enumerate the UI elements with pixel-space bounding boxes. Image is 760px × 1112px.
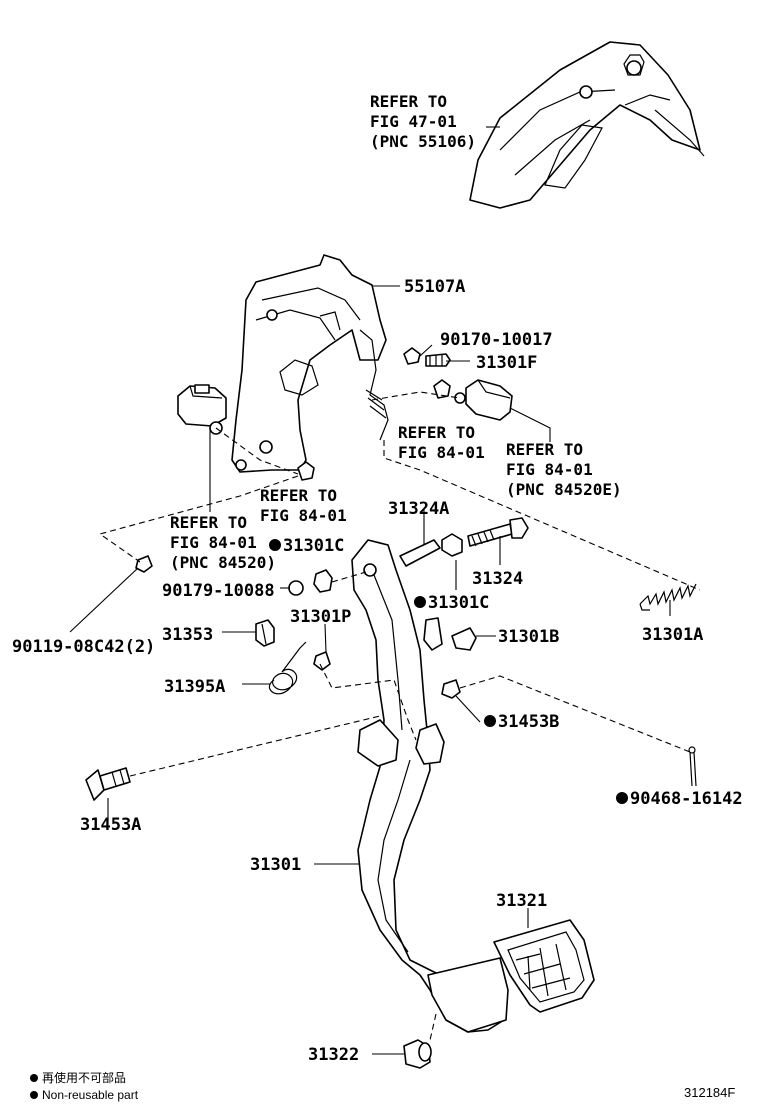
legend-text-en: Non-reusable part: [42, 1088, 139, 1102]
non-reusable-marker-31301c-a: [269, 539, 281, 551]
pivot-bolt-illustration: [85, 767, 131, 801]
ref-left-line2: FIG 84-01: [170, 533, 257, 552]
stopper-bumper-illustration: [403, 1039, 432, 1069]
clutch-pedal-illustration: [351, 539, 509, 1033]
ref-top-line2: FIG 47-01: [370, 112, 457, 131]
label-31301a: 31301A: [642, 625, 703, 645]
label-31321: 31321: [496, 891, 547, 911]
label-31301p: 31301P: [290, 607, 351, 627]
legend-text-jp: 再使用不可部品: [42, 1070, 126, 1085]
ref-mid-line1: REFER TO: [398, 423, 475, 442]
ref-right-line2: FIG 84-01: [506, 460, 593, 479]
screw-90119-illustration: [135, 555, 153, 573]
label-31301f: 31301F: [476, 353, 537, 373]
label-31353: 31353: [162, 625, 213, 645]
legend-marker-en: [30, 1091, 38, 1099]
label-90119-08c42: 90119-08C42(2): [12, 637, 155, 657]
ref-right-line3: (PNC 84520E): [506, 480, 622, 499]
non-reusable-marker-31301c-b: [414, 596, 426, 608]
label-31453a: 31453A: [80, 815, 141, 835]
label-90468-16142: 90468-16142: [630, 789, 743, 809]
label-55107a: 55107A: [404, 277, 465, 297]
bracket-55107a-illustration: [231, 254, 389, 473]
ref-left-line1: REFER TO: [170, 513, 247, 532]
return-spring-illustration: [639, 583, 697, 611]
bracket-55106-illustration: [469, 41, 705, 209]
label-31301c-b: 31301C: [428, 593, 489, 613]
figure-code: 312184F: [684, 1085, 735, 1100]
label-90170-10017: 90170-10017: [440, 330, 553, 350]
stop-lamp-switch-illustration: [177, 384, 227, 435]
label-31301: 31301: [250, 855, 301, 875]
left-small-parts-illustration: [255, 569, 477, 699]
ref-left-line3: (PNC 84520): [170, 553, 276, 572]
ref-lower-line1: REFER TO: [260, 486, 337, 505]
label-90179-10088: 90179-10088: [162, 581, 275, 601]
legend-marker-jp: [30, 1074, 38, 1082]
pedal-pad-illustration: [493, 919, 595, 1013]
ref-top-line3: (PNC 55106): [370, 132, 476, 151]
callout-labels: REFER TO FIG 47-01 (PNC 55106) 55107A 90…: [12, 92, 743, 1065]
label-31301b: 31301B: [498, 627, 559, 647]
label-31324: 31324: [472, 569, 523, 589]
ref-lower-line2: FIG 84-01: [260, 506, 347, 525]
non-reusable-marker-31453b: [484, 715, 496, 727]
alignment-dashes: [98, 391, 701, 1041]
bolt-and-collar-illustration: [399, 517, 529, 567]
label-31324a: 31324A: [388, 499, 449, 519]
label-31322: 31322: [308, 1045, 359, 1065]
label-31453b: 31453B: [498, 712, 559, 732]
label-31395a: 31395A: [164, 677, 225, 697]
leader-lines: [69, 126, 671, 1055]
small-hardware-group: [297, 347, 451, 481]
ref-right-line1: REFER TO: [506, 440, 583, 459]
ref-mid-line2: FIG 84-01: [398, 443, 485, 462]
label-31301c-a: 31301C: [283, 536, 344, 556]
legend: 再使用不可部品 Non-reusable part: [30, 1070, 139, 1102]
non-reusable-marker-90468: [616, 792, 628, 804]
clutch-switch-illustration: [454, 379, 513, 421]
ref-top-line1: REFER TO: [370, 92, 447, 111]
cotter-pin-illustration: [688, 746, 697, 787]
